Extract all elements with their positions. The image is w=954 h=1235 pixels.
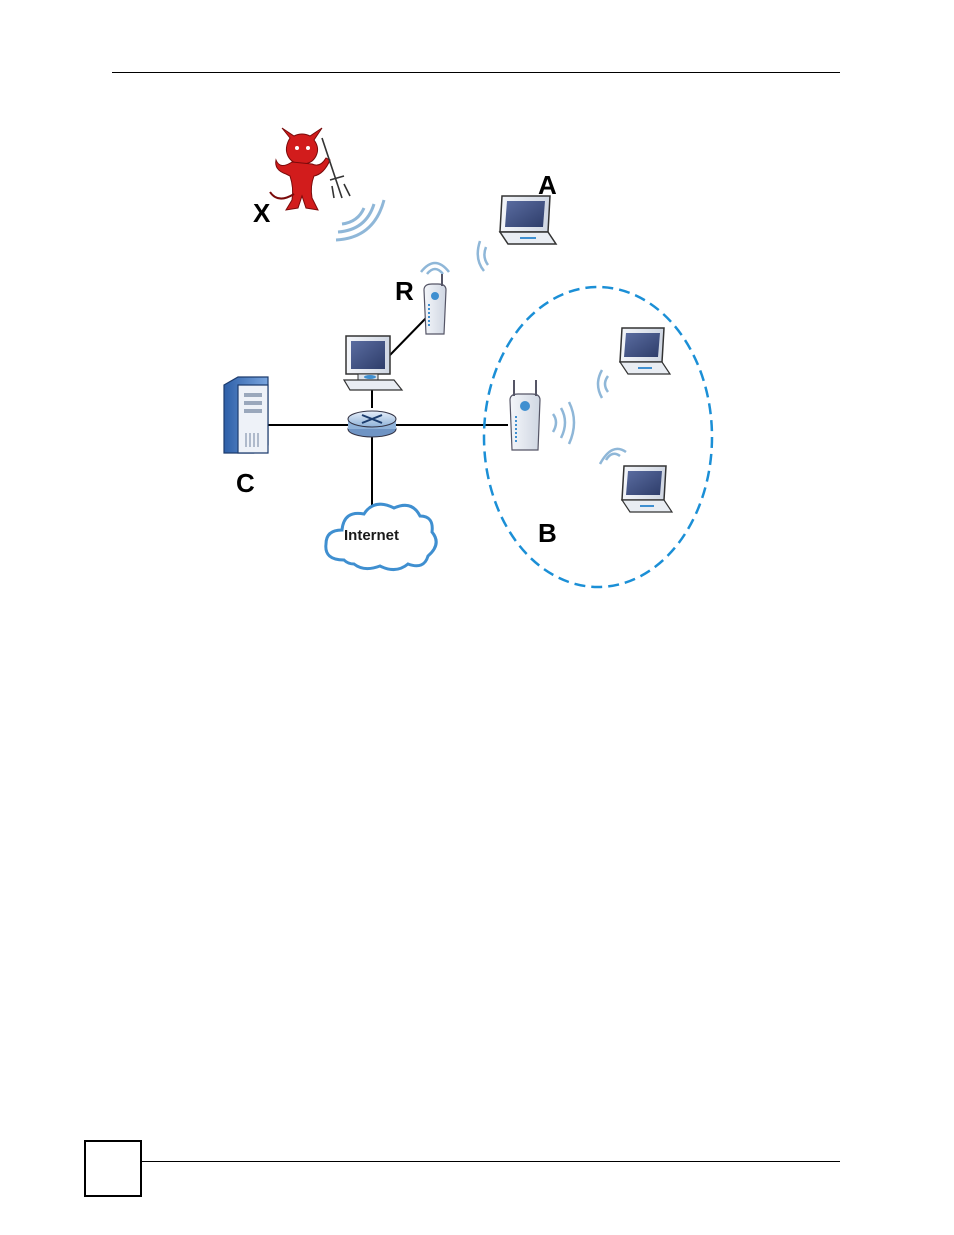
access-point-icon: [424, 274, 446, 334]
desktop-computer-icon: [344, 336, 402, 390]
wireless-signal-icon: [421, 263, 449, 274]
laptop-icon: [500, 196, 556, 244]
wireless-signal-icon: [478, 241, 488, 271]
wireless-signal-icon: [598, 370, 608, 398]
label-a: A: [538, 170, 557, 200]
access-point-icon: [510, 380, 540, 450]
server-tower-icon: [224, 377, 268, 453]
devil-icon: [270, 128, 350, 210]
wireless-signal-icon: [553, 402, 574, 444]
wireless-signal-icon: [336, 200, 384, 240]
wireless-signal-icon: [600, 449, 626, 464]
label-c: C: [236, 468, 255, 498]
page-number-box: [84, 1140, 142, 1197]
network-diagram: X A R: [0, 0, 954, 700]
footer-rule: [140, 1161, 840, 1162]
label-b: B: [538, 518, 557, 548]
wire-workstation-rogue-ap: [390, 318, 426, 355]
laptop-icon: [622, 466, 672, 512]
router-switch-icon: [348, 411, 396, 437]
label-r: R: [395, 276, 414, 306]
label-x: X: [253, 198, 271, 228]
internet-label: Internet: [344, 527, 399, 544]
laptop-icon: [620, 328, 670, 374]
